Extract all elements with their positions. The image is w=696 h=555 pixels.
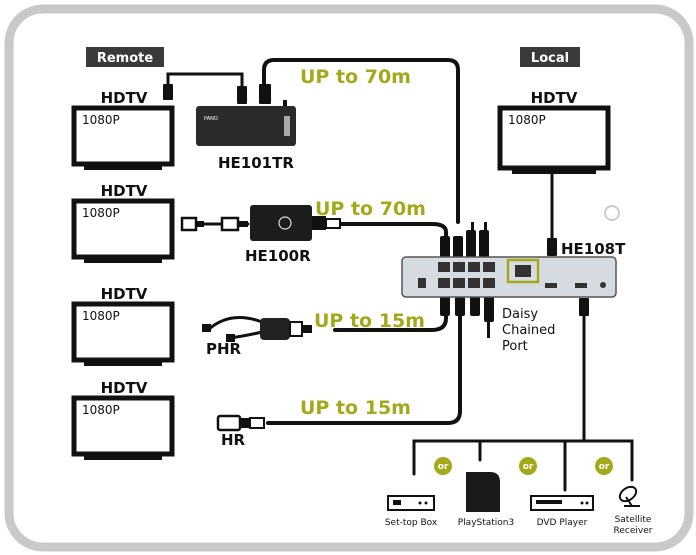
svg-text:or: or bbox=[523, 462, 534, 472]
local-tag-bg bbox=[520, 47, 580, 67]
distance-label-4: UP to 15m bbox=[300, 397, 411, 419]
cable-tv1-hdmi bbox=[166, 72, 244, 90]
he100r-hdmi-plugs bbox=[180, 216, 248, 232]
svg-text:or: or bbox=[599, 462, 610, 472]
cable-hr bbox=[266, 298, 462, 425]
tv2-res: 1080P bbox=[82, 206, 120, 220]
tv4-label: HDTV bbox=[101, 379, 148, 397]
daisy-line-2: Chained bbox=[502, 323, 555, 338]
tv-local bbox=[497, 105, 611, 174]
distance-label-3: UP to 15m bbox=[314, 310, 425, 332]
tv-remote-3 bbox=[71, 301, 175, 366]
he101tr-device: PANO bbox=[196, 100, 296, 146]
he108t-hdmi-plug bbox=[547, 238, 557, 256]
switch-plugs-top bbox=[440, 222, 489, 258]
cable-he101tr bbox=[262, 58, 460, 224]
model-hr: HR bbox=[221, 431, 246, 449]
local-tag: Local bbox=[531, 51, 569, 66]
model-phr: PHR bbox=[206, 340, 242, 358]
tv-local-label: HDTV bbox=[531, 89, 578, 107]
daisy-port-highlight bbox=[506, 258, 540, 284]
source-label-ps3: PlayStation3 bbox=[458, 518, 515, 528]
model-he100r: HE100R bbox=[245, 247, 311, 265]
set-top-box-icon bbox=[387, 495, 435, 511]
tv-local-res: 1080P bbox=[508, 113, 546, 127]
tv-remote-1 bbox=[71, 105, 175, 170]
source-plug bbox=[579, 298, 589, 316]
tv-remote-4 bbox=[71, 395, 175, 460]
switch-plugs-bottom bbox=[440, 296, 494, 338]
tv3-res: 1080P bbox=[82, 309, 120, 323]
daisy-line-1: Daisy bbox=[502, 307, 538, 322]
tv2-label: HDTV bbox=[101, 182, 148, 200]
he100r-device bbox=[250, 205, 341, 241]
tv-remote-2 bbox=[71, 198, 175, 263]
dvd-player-icon bbox=[530, 495, 594, 511]
source-label-dvd: DVD Player bbox=[537, 518, 588, 528]
registered-mark bbox=[604, 205, 620, 221]
outer-frame bbox=[4, 4, 694, 552]
tv3-label: HDTV bbox=[101, 285, 148, 303]
remote-tag-bg bbox=[86, 47, 164, 67]
he101tr-plugs bbox=[163, 84, 271, 104]
or-badge-3: or bbox=[595, 457, 613, 475]
cable-phr bbox=[333, 298, 448, 332]
source-label-sat-2: Receiver bbox=[614, 526, 653, 536]
or-badge-2: or bbox=[519, 457, 537, 475]
remote-tag: Remote bbox=[97, 51, 154, 66]
model-he101tr: HE101TR bbox=[218, 154, 294, 172]
hr-adapter bbox=[216, 414, 265, 432]
source-label-sat-1: Satellite bbox=[615, 515, 652, 525]
model-he108t: HE108T bbox=[561, 240, 626, 258]
svg-text:PANO: PANO bbox=[204, 116, 218, 122]
source-bus bbox=[412, 439, 634, 482]
playstation3-icon bbox=[466, 472, 500, 512]
or-badge-1: or bbox=[434, 457, 452, 475]
cable-he100r bbox=[338, 222, 448, 240]
tv4-res: 1080P bbox=[82, 403, 120, 417]
daisy-line-3: Port bbox=[502, 339, 528, 354]
svg-text:or: or bbox=[438, 462, 449, 472]
tv1-label: HDTV bbox=[101, 89, 148, 107]
distance-label-1: UP to 70m bbox=[300, 66, 411, 88]
he108t-switch bbox=[401, 256, 617, 298]
source-label-stb: Set-top Box bbox=[385, 518, 438, 528]
satellite-dish-icon bbox=[618, 485, 640, 507]
tv1-res: 1080P bbox=[82, 113, 120, 127]
phr-adapter bbox=[202, 316, 312, 342]
distance-label-2: UP to 70m bbox=[315, 198, 426, 220]
cables bbox=[166, 58, 634, 492]
